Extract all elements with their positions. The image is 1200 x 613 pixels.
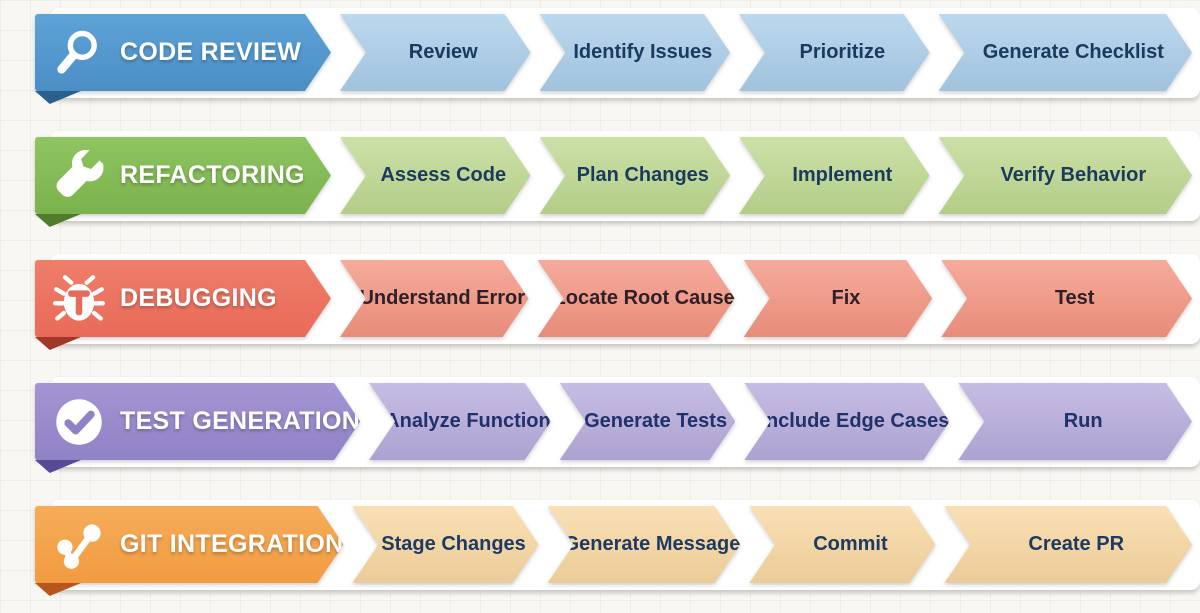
step-chevron: Review — [340, 14, 531, 91]
chevron-bar: TEST GENERATION Analyze Function Generat… — [35, 383, 1192, 460]
workflow-row-code-review: CODE REVIEW Review Identify Issues Prior… — [0, 0, 1200, 123]
step-label: Review — [408, 41, 478, 63]
row-header: CODE REVIEW — [35, 14, 331, 91]
step-label: Verify Behavior — [1000, 164, 1147, 186]
step-label: Analyze Function — [385, 410, 551, 432]
step-label: Generate Message — [563, 533, 741, 555]
step-label: Run — [1063, 410, 1103, 432]
step-label: Create PR — [1028, 533, 1125, 555]
git-branch-icon — [53, 519, 105, 571]
row-title: REFACTORING — [120, 161, 305, 189]
step-label: Identify Issues — [573, 41, 713, 63]
step-label: Generate Tests — [584, 410, 728, 432]
chevron-bar: REFACTORING Assess Code Plan Changes Imp… — [35, 137, 1192, 214]
step-label: Assess Code — [380, 164, 507, 186]
step-chevron: Locate Root Cause — [538, 260, 735, 337]
step-chevron: Fix — [744, 260, 933, 337]
step-chevron: Plan Changes — [540, 137, 731, 214]
row-header: GIT INTEGRATION — [35, 506, 343, 583]
step-chevron: Include Edge Cases — [744, 383, 949, 460]
chevron-bar: DEBUGGING Understand Error Locate Root C… — [35, 260, 1192, 337]
step-label: Include Edge Cases — [760, 410, 950, 432]
row-title: TEST GENERATION — [120, 407, 361, 435]
step-chevron: Generate Checklist — [939, 14, 1192, 91]
step-chevron: Verify Behavior — [939, 137, 1192, 214]
step-chevron: Generate Tests — [560, 383, 736, 460]
row-title: DEBUGGING — [120, 284, 277, 312]
step-chevron: Commit — [749, 506, 935, 583]
step-label: Prioritize — [799, 41, 886, 63]
bug-icon — [53, 273, 105, 325]
search-icon — [53, 27, 105, 79]
step-chevron: Stage Changes — [352, 506, 538, 583]
row-title: CODE REVIEW — [120, 38, 302, 66]
step-label: Locate Root Cause — [553, 287, 735, 309]
row-header: DEBUGGING — [35, 260, 331, 337]
step-chevron: Understand Error — [340, 260, 529, 337]
chevron-bar: GIT INTEGRATION Stage Changes Generate M… — [35, 506, 1192, 583]
workflow-row-git-integration: GIT INTEGRATION Stage Changes Generate M… — [0, 492, 1200, 613]
step-chevron: Identify Issues — [540, 14, 731, 91]
step-label: Plan Changes — [576, 164, 709, 186]
step-chevron: Assess Code — [340, 137, 531, 214]
step-chevron: Generate Message — [548, 506, 741, 583]
step-chevron: Prioritize — [739, 14, 930, 91]
step-chevron: Run — [958, 383, 1192, 460]
workflow-row-debugging: DEBUGGING Understand Error Locate Root C… — [0, 246, 1200, 369]
wrench-icon — [53, 150, 105, 202]
step-label: Fix — [831, 287, 861, 309]
step-chevron: Implement — [739, 137, 930, 214]
row-header: TEST GENERATION — [35, 383, 360, 460]
row-header: REFACTORING — [35, 137, 331, 214]
workflow-row-test-generation: TEST GENERATION Analyze Function Generat… — [0, 369, 1200, 492]
workflow-row-refactoring: REFACTORING Assess Code Plan Changes Imp… — [0, 123, 1200, 246]
check-circle-icon — [53, 396, 105, 448]
step-chevron: Analyze Function — [369, 383, 551, 460]
step-label: Commit — [813, 533, 888, 555]
chevron-bar: CODE REVIEW Review Identify Issues Prior… — [35, 14, 1192, 91]
step-label: Implement — [792, 164, 893, 186]
step-chevron: Test — [941, 260, 1192, 337]
step-label: Test — [1054, 287, 1095, 309]
row-title: GIT INTEGRATION — [120, 530, 344, 558]
step-label: Generate Checklist — [982, 41, 1164, 63]
step-chevron: Create PR — [944, 506, 1192, 583]
step-label: Stage Changes — [381, 533, 526, 555]
step-label: Understand Error — [359, 287, 526, 309]
